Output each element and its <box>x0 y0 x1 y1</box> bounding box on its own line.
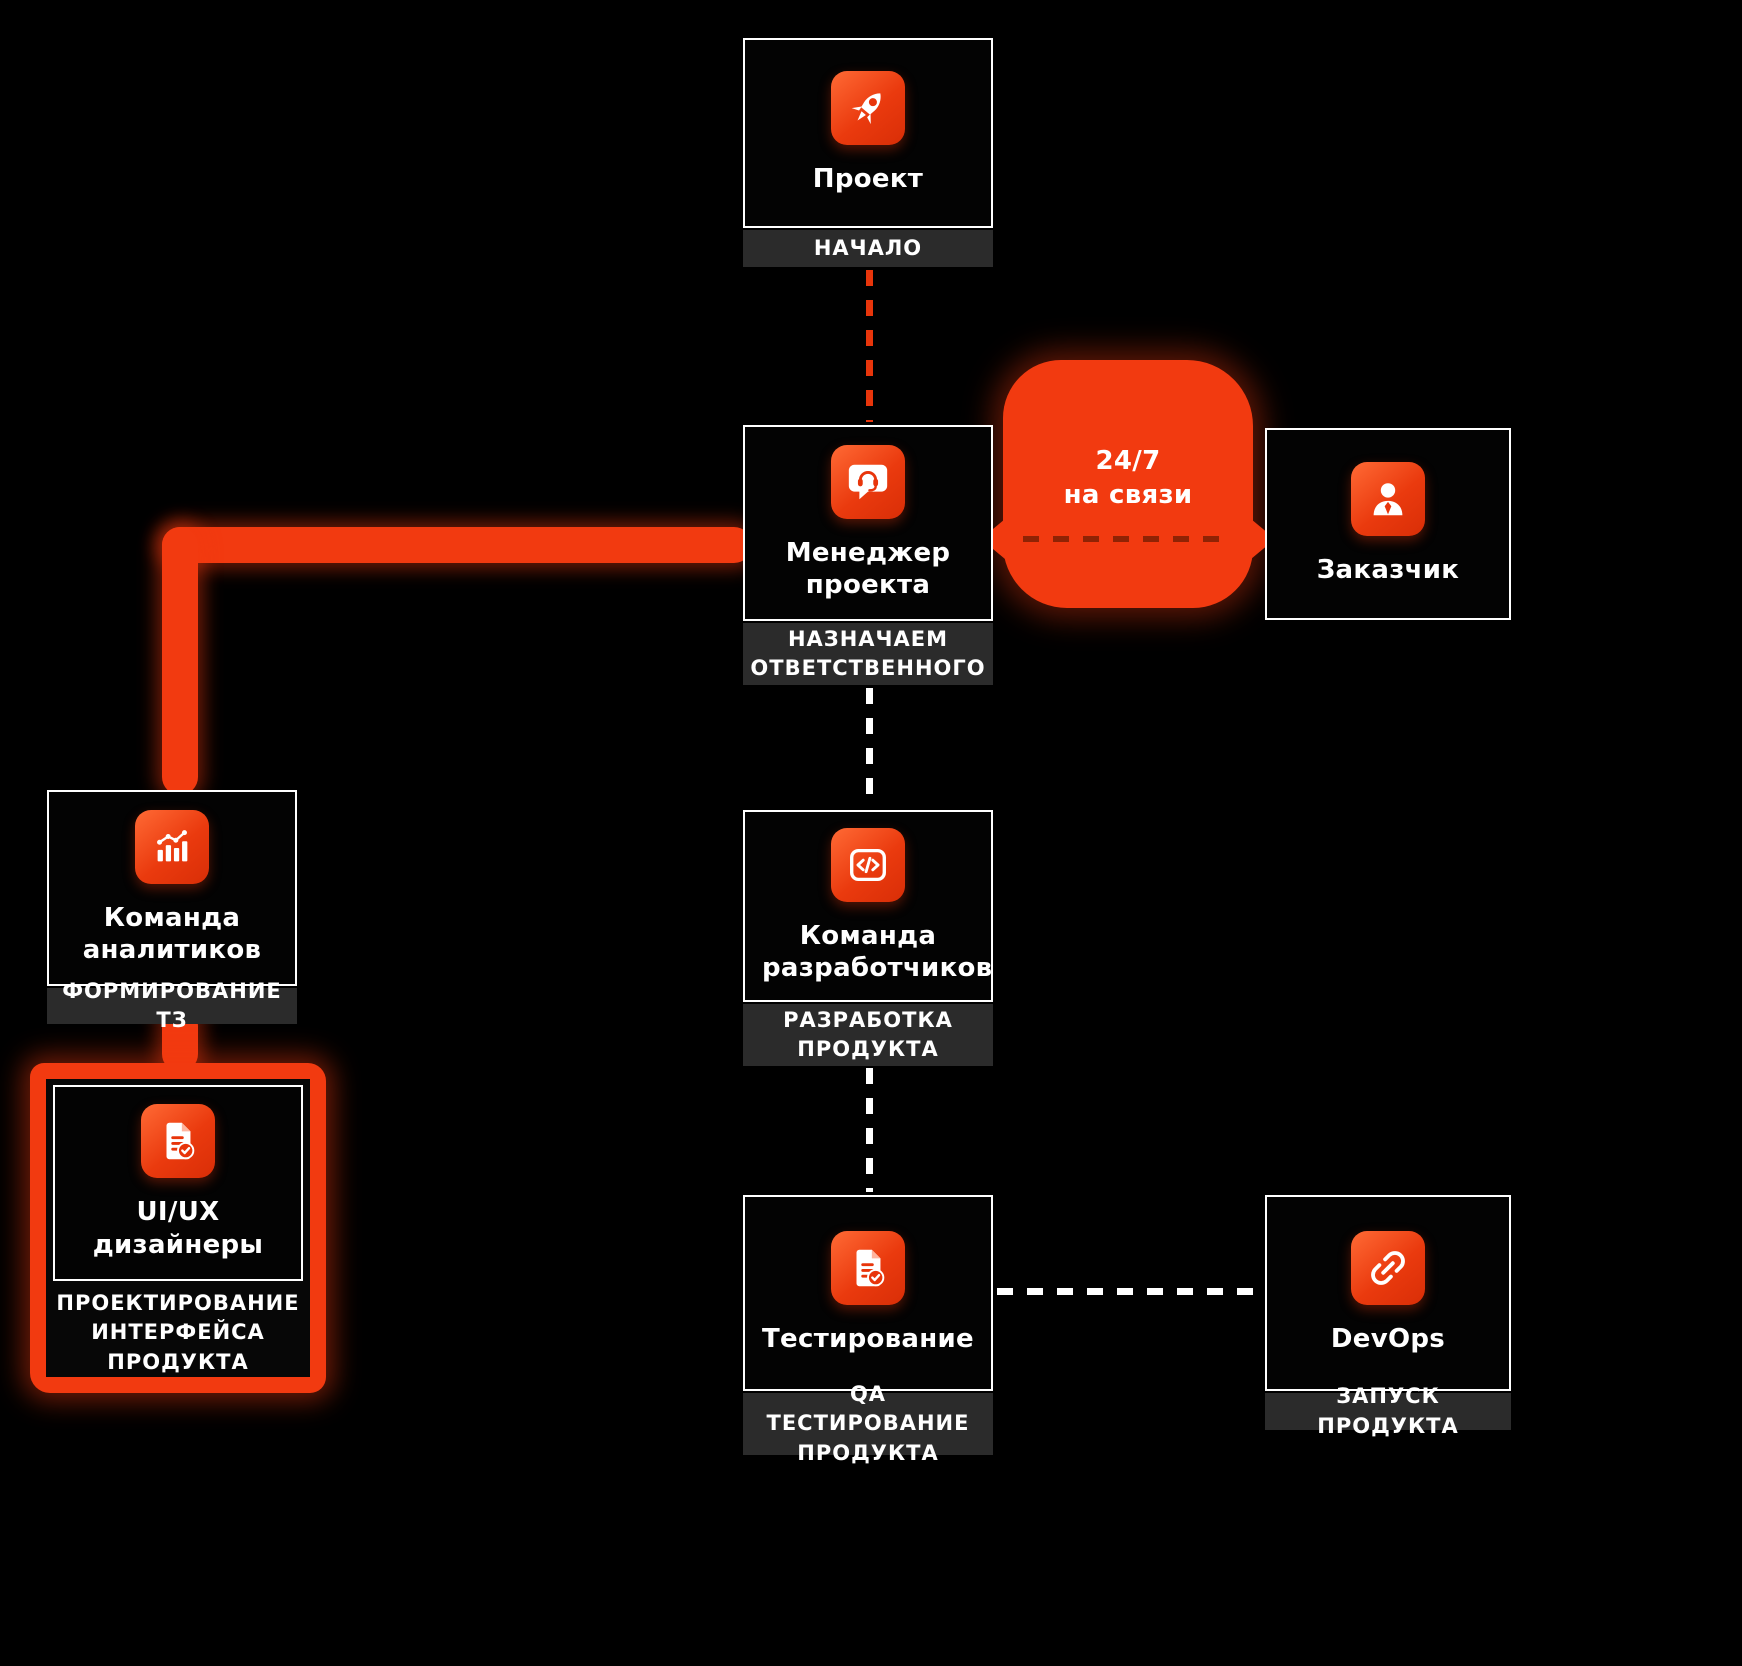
node-designers: UI/UX дизайнеры <box>53 1085 303 1281</box>
node-manager-stage-label: НАЗНАЧАЕМ ОТВЕТСТВЕННОГО <box>743 623 993 685</box>
node-developers-title: Команда разработчиков <box>762 920 993 984</box>
code-icon <box>831 827 905 902</box>
node-testing-title: Тестирование <box>762 1323 974 1354</box>
node-developers-stage-label: РАЗРАБОТКА ПРОДУКТА <box>743 1004 993 1066</box>
node-project-title: Проект <box>812 163 924 194</box>
dashed-connector-project-to-manager <box>866 270 873 422</box>
node-analysts: Команда аналитиков <box>47 790 297 986</box>
node-testing: Тестирование <box>743 1195 993 1391</box>
document-check-icon <box>831 1230 905 1305</box>
node-manager: Менеджер проекта <box>743 425 993 621</box>
node-designers-stage-label: ПРОЕКТИРОВАНИЕ ИНТЕРФЕЙСА ПРОДУКТА <box>56 1290 300 1374</box>
connector-manager-to-analysts-vertical <box>162 527 198 795</box>
designers-frame-inner: UI/UX дизайнеры ПРОЕКТИРОВАНИЕ ИНТЕРФЕЙС… <box>46 1079 310 1377</box>
node-designers-title: UI/UX дизайнеры <box>92 1197 264 1260</box>
badge-dashed-line <box>1023 536 1233 542</box>
node-project: Проект <box>743 38 993 228</box>
designers-highlight-frame: UI/UX дизайнеры ПРОЕКТИРОВАНИЕ ИНТЕРФЕЙС… <box>30 1063 326 1393</box>
node-developers: Команда разработчиков <box>743 810 993 1002</box>
node-devops-stage-label: ЗАПУСК ПРОДУКТА <box>1265 1384 1511 1438</box>
node-customer-title: Заказчик <box>1316 554 1460 585</box>
badge-line2: на связи <box>1063 480 1193 510</box>
dashed-connector-testing-to-devops <box>997 1288 1261 1295</box>
bar-chart-icon <box>135 809 209 884</box>
node-devops-title: DevOps <box>1330 1323 1446 1354</box>
node-devops: DevOps <box>1265 1195 1511 1391</box>
dashed-connector-developers-to-testing <box>866 1068 873 1192</box>
connector-manager-to-analysts-horizontal <box>162 527 752 563</box>
node-customer: Заказчик <box>1265 428 1511 620</box>
node-analysts-stage-label: ФОРМИРОВАНИЕ ТЗ <box>47 979 297 1032</box>
document-check-icon <box>141 1104 215 1179</box>
dashed-connector-manager-to-developers <box>866 688 873 806</box>
node-analysts-title: Команда аналитиков <box>82 902 262 966</box>
node-testing-stage-label: QA ТЕСТИРОВАНИЕ ПРОДУКТА <box>743 1382 993 1465</box>
badge-text: 24/7 на связи <box>1003 360 1253 608</box>
headset-icon <box>831 444 905 519</box>
node-manager-title: Менеджер проекта <box>785 537 951 601</box>
badge-line1: 24/7 <box>1095 446 1161 477</box>
person-icon <box>1351 461 1425 536</box>
link-icon <box>1351 1230 1425 1305</box>
rocket-icon <box>831 70 905 145</box>
badge-24-7: 24/7 на связи <box>981 360 1275 608</box>
node-project-stage-label: НАЧАЛО <box>743 230 993 267</box>
